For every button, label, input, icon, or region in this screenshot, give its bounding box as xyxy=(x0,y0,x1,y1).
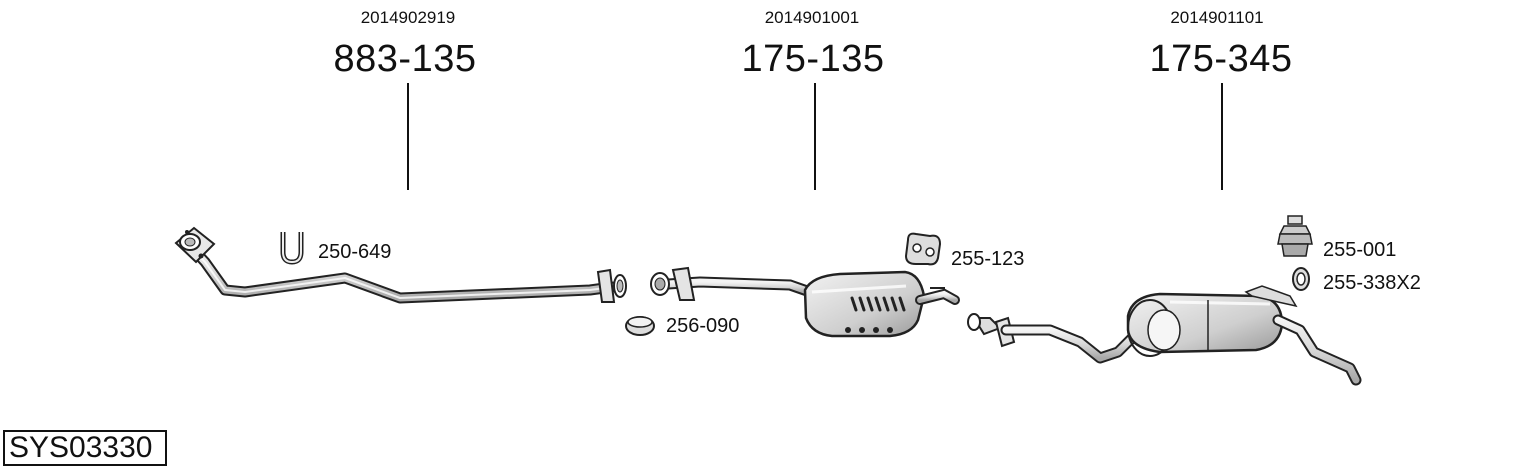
oem-number-rear-silencer: 2014901101 xyxy=(1170,8,1264,27)
system-code-box: SYS03330 xyxy=(3,430,167,466)
part-number-front-pipe[interactable]: 883-135 xyxy=(333,38,477,80)
part-number-middle-silencer[interactable]: 175-135 xyxy=(741,38,885,80)
accessory-label-mount-buffer[interactable]: 255-001 xyxy=(1323,239,1397,261)
oem-number-front-pipe: 2014902919 xyxy=(360,8,456,27)
oem-number-middle-silencer: 2014901001 xyxy=(764,8,860,27)
middle-silencer[interactable] xyxy=(650,266,960,338)
accessory-label-u-bolt[interactable]: 250-649 xyxy=(318,241,392,263)
rear-silencer[interactable] xyxy=(967,285,1362,386)
accessory-label-gasket[interactable]: 256-090 xyxy=(666,315,740,337)
hanger-rubber-icon[interactable] xyxy=(904,232,942,266)
front-pipe[interactable] xyxy=(174,226,627,304)
gasket-icon[interactable] xyxy=(625,316,655,336)
front-pipe-inlet-flange xyxy=(174,226,216,264)
mount-buffer-icon[interactable] xyxy=(1277,215,1313,257)
part-number-rear-silencer[interactable]: 175-345 xyxy=(1149,38,1293,80)
u-bolt-clamp-icon[interactable] xyxy=(280,232,304,265)
accessory-label-hanger-rubber[interactable]: 255-123 xyxy=(951,248,1025,270)
front-pipe-outlet-flange xyxy=(596,268,627,303)
ring-icon[interactable] xyxy=(1292,267,1310,291)
accessory-label-ring[interactable]: 255-338X2 xyxy=(1323,272,1421,294)
